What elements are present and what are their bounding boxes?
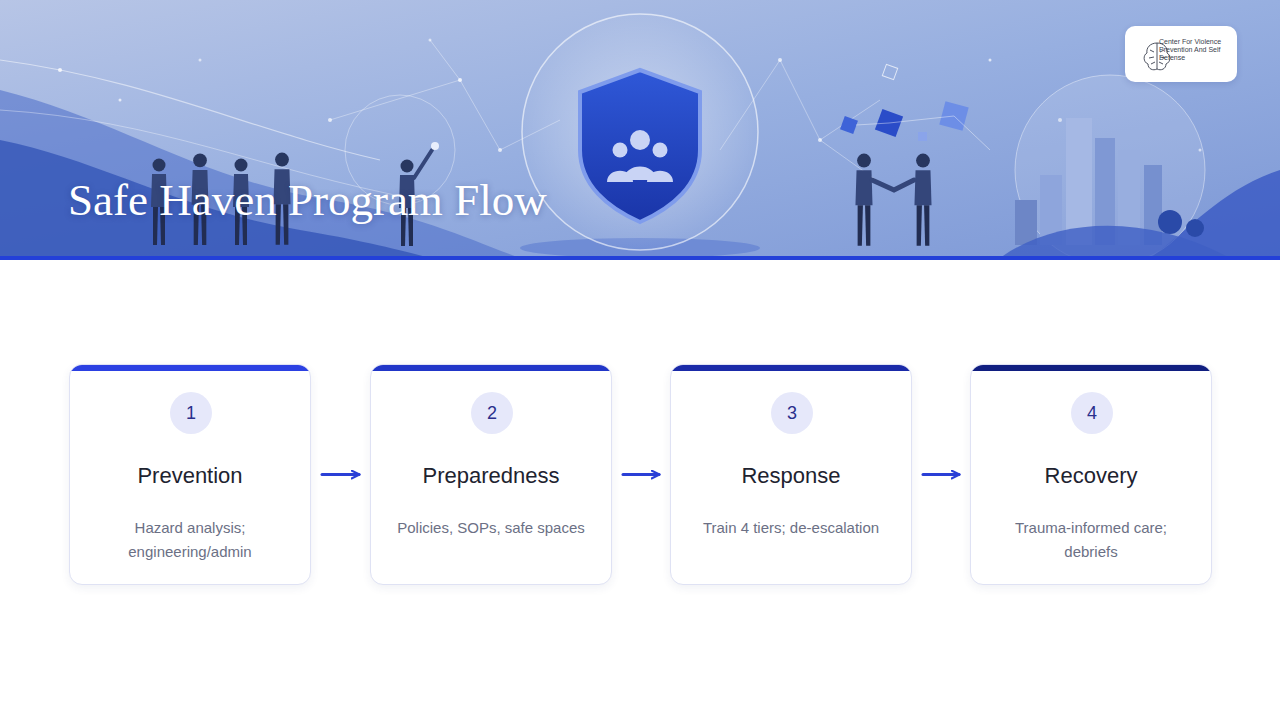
cube-icons bbox=[882, 64, 897, 79]
circle-fill bbox=[771, 392, 813, 434]
cube-icons bbox=[840, 116, 858, 134]
brain-icon bbox=[1157, 43, 1170, 70]
card-top-bar bbox=[671, 365, 911, 371]
step-card: ResponseTrain 4 tiers; de-escalation 3 bbox=[670, 364, 912, 585]
circle-fill bbox=[471, 392, 513, 434]
shield-sphere bbox=[607, 130, 673, 182]
step-description: Train 4 tiers; de-escalation bbox=[691, 516, 891, 540]
cube-icons bbox=[918, 132, 927, 141]
shield-sphere bbox=[613, 143, 628, 158]
step-number: 1 bbox=[170, 392, 212, 434]
shield-sphere bbox=[607, 171, 633, 182]
handshake-people bbox=[855, 154, 872, 246]
city-buildings bbox=[1015, 200, 1037, 245]
flow-arrow bbox=[322, 473, 359, 476]
step-card: RecoveryTrauma-informed care; debriefs 4 bbox=[970, 364, 1212, 585]
step-card: PreventionHazard analysis; engineering/a… bbox=[69, 364, 311, 585]
step-description: Hazard analysis; engineering/admin bbox=[90, 516, 290, 564]
wave-shape bbox=[0, 60, 380, 160]
cube-icons bbox=[840, 64, 990, 150]
step-number: 4 bbox=[1071, 392, 1113, 434]
step-description: Trauma-informed care; debriefs bbox=[991, 516, 1191, 564]
banner-background bbox=[0, 0, 1280, 258]
brain-icon bbox=[1144, 43, 1170, 70]
shield-sphere bbox=[580, 70, 700, 222]
page-title: Safe Haven Program Flow bbox=[68, 174, 547, 226]
logo-badge: Center For Violence Prevention And Self … bbox=[1125, 26, 1237, 82]
step-number: 3 bbox=[771, 392, 813, 434]
handshake-people bbox=[872, 180, 914, 190]
wave-shape bbox=[0, 90, 520, 258]
handshake-people bbox=[855, 154, 931, 246]
step-card: PreparednessPolicies, SOPs, safe spaces 2 bbox=[370, 364, 612, 585]
flow-arrow bbox=[923, 473, 959, 476]
city-buildings bbox=[1158, 210, 1182, 234]
circle-fill bbox=[1071, 392, 1113, 434]
brain-icon bbox=[1144, 43, 1157, 70]
shield-sphere bbox=[520, 14, 760, 258]
step-heading: Recovery bbox=[979, 462, 1203, 490]
banner-rule bbox=[0, 256, 1280, 260]
network-dots bbox=[989, 59, 992, 62]
shield-sphere bbox=[522, 14, 758, 250]
step-heading: Prevention bbox=[78, 462, 302, 490]
shield-sphere bbox=[630, 130, 650, 150]
pointing-person bbox=[431, 142, 439, 150]
step-number-circle: 1 bbox=[170, 392, 212, 434]
city-buildings bbox=[1186, 219, 1204, 237]
card-top-bar bbox=[371, 365, 611, 371]
brain-icon bbox=[1149, 50, 1165, 64]
network-dots bbox=[199, 59, 202, 62]
network-dots bbox=[119, 99, 122, 102]
shield-sphere bbox=[647, 171, 673, 182]
card-top-bar bbox=[70, 365, 310, 371]
step-number-circle: 2 bbox=[471, 392, 513, 434]
cube-icons bbox=[856, 116, 990, 150]
logo-text: Center For Violence Prevention And Self … bbox=[1159, 38, 1225, 62]
flow-arrow bbox=[623, 473, 659, 476]
card-top-bar bbox=[971, 365, 1211, 371]
network-dots bbox=[58, 68, 62, 72]
handshake-people bbox=[914, 154, 931, 246]
step-number-circle: 4 bbox=[1071, 392, 1113, 434]
step-number: 2 bbox=[471, 392, 513, 434]
step-description: Policies, SOPs, safe spaces bbox=[391, 516, 591, 540]
circle-fill bbox=[170, 392, 212, 434]
city-buildings bbox=[1066, 118, 1092, 245]
step-heading: Response bbox=[679, 462, 903, 490]
city-buildings bbox=[1000, 75, 1230, 260]
pointing-person bbox=[414, 150, 432, 178]
shield-sphere bbox=[653, 143, 668, 158]
step-heading: Preparedness bbox=[379, 462, 603, 490]
step-number-circle: 3 bbox=[771, 392, 813, 434]
